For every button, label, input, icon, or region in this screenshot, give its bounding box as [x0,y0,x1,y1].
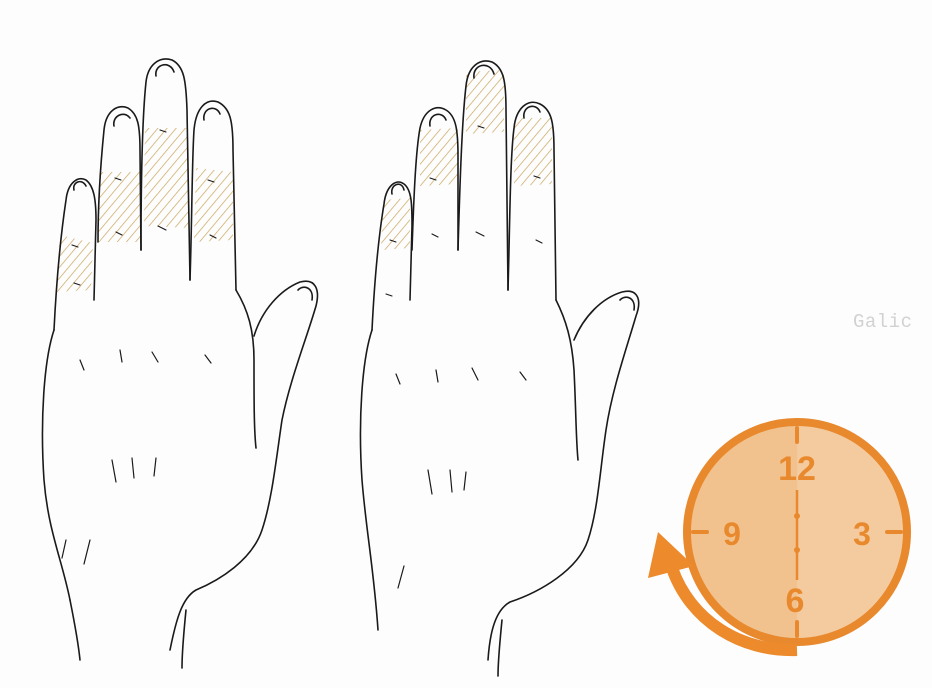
clock-number-12: 12 [778,450,816,488]
clock-number-9: 9 [723,516,741,552]
clock-number-6: 6 [786,582,805,620]
clock-graphic: 12 3 6 9 [648,422,907,650]
right-thumb-outline [488,291,639,660]
clock-number-3: 3 [853,516,871,552]
right-hand-outer-edge [360,330,378,630]
right-hand [360,61,638,676]
left-hand-outer-edge [42,330,70,600]
left-thumb-outline [170,281,317,650]
left-hand [42,59,317,668]
right-hand-hatched-zones [381,70,552,250]
left-hand-hatched-zones [56,128,233,292]
watermark-text: Galic [853,311,913,333]
